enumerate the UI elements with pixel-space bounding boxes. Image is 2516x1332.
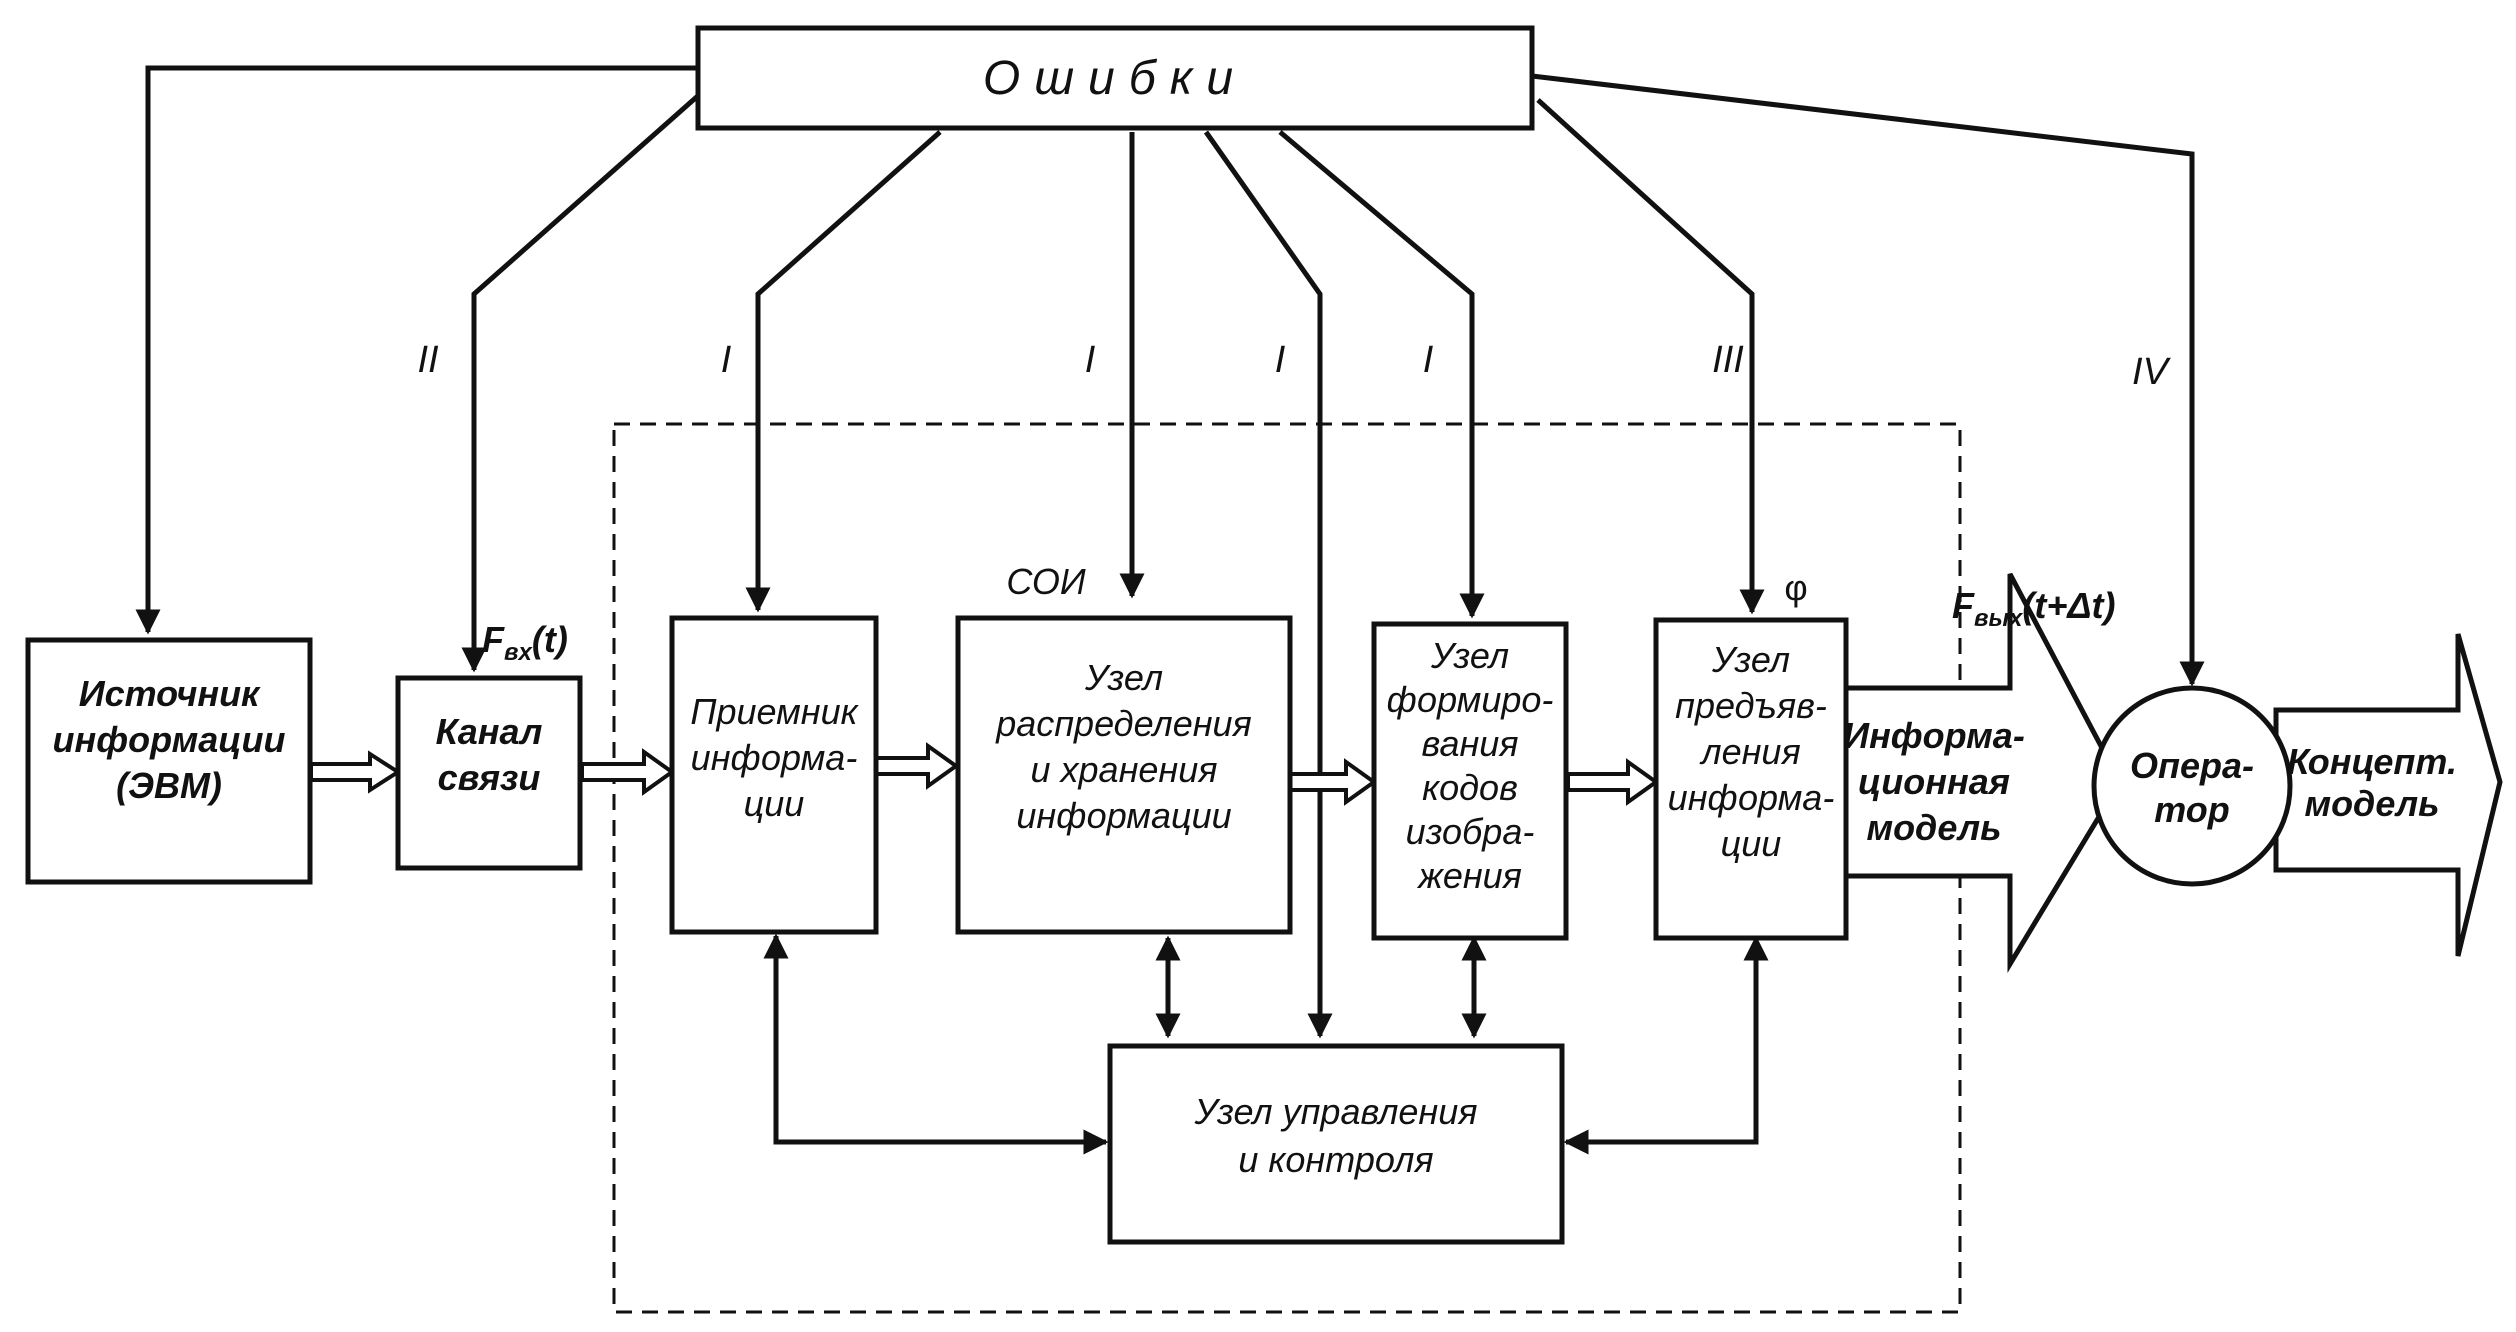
channel-label: Канал связи (436, 711, 543, 798)
flow-coding-presentation (1566, 758, 1660, 806)
link-receiver-control (763, 933, 1109, 1155)
f-out-label: Fвых(t+Δt) (1952, 585, 2116, 632)
receiver-label-line-1: Приемник (690, 691, 859, 732)
info-model-label: Информа-ционная модель (1843, 715, 2025, 848)
distribution-label-line-3: и хранения (1031, 749, 1218, 790)
info-model-label-line-3: модель (1866, 807, 2001, 848)
error-type-labels: II I I I I III IV (417, 339, 2171, 393)
channel-block (395, 675, 583, 871)
flow-arrows (309, 742, 1660, 806)
distribution-label-line-1: Узел (1084, 657, 1163, 698)
error-lines (135, 65, 2205, 1039)
distribution-block (955, 615, 1293, 935)
coding-label-line-6: жения (1416, 855, 1522, 896)
concept-model-arrow (2273, 633, 2503, 957)
presentation-label-line-2: предъяв- (1675, 685, 1827, 726)
f-out-arg: (t+Δt) (2022, 585, 2115, 626)
errors-block (695, 25, 1535, 131)
error-type-receiver: I (721, 339, 732, 381)
error-type-distribution: I (1085, 339, 1096, 381)
control-label-line-2: и контроля (1238, 1139, 1433, 1180)
operator-label-line-2: тор (2154, 789, 2230, 830)
source-label: Источник информации (ЭВМ) (53, 673, 286, 806)
coding-label-line-3: вания (1421, 723, 1518, 764)
receiver-block (669, 615, 879, 935)
coding-label-line-4: кодов (1422, 767, 1518, 808)
coding-label-line-5: изобра- (1406, 811, 1535, 852)
concept-model-label-line-2: модель (2304, 783, 2439, 824)
operator-circle (2091, 685, 2293, 887)
info-model-label-line-2: ционная (1858, 761, 2010, 802)
source-block (25, 637, 313, 885)
error-line-presentation (1536, 98, 1765, 615)
info-model-label-line-1: Информа- (1843, 715, 2025, 756)
source-label-line-3: (ЭВМ) (116, 765, 222, 806)
link-presentation-control (1563, 935, 1769, 1155)
soi-label: СОИ (1006, 561, 1086, 602)
presentation-label-line-1: Узел (1711, 639, 1790, 680)
error-type-coding: I (1423, 339, 1434, 381)
f-in-label: Fвх(t) (482, 619, 568, 666)
coding-label-line-2: формиро- (1387, 679, 1554, 720)
operator-label-line-1: Опера- (2130, 745, 2254, 786)
channel-label-line-2: связи (438, 757, 541, 798)
presentation-label-line-5: ции (1721, 823, 1782, 864)
control-links (763, 933, 1769, 1155)
presentation-label-line-3: ления (1699, 731, 1800, 772)
distribution-label-line-4: информации (1016, 795, 1231, 836)
operator-label: Опера-тор (2130, 745, 2254, 830)
control-label: Узел управления и контроля (1194, 1091, 1478, 1180)
flow-channel-receiver (580, 748, 676, 796)
presentation-block (1653, 617, 1849, 941)
flow-distribution-coding (1286, 758, 1378, 806)
flow-source-channel (309, 750, 402, 794)
presentation-label-line-4: информа- (1668, 777, 1835, 818)
presentation-label: Узел предъяв-ления информа-ции (1668, 639, 1835, 864)
f-in-arg: (t) (532, 619, 568, 660)
error-line-source (135, 65, 698, 635)
error-type-channel: II (417, 339, 439, 381)
f-in-sub: вх (504, 639, 533, 666)
receiver-label-line-3: ции (744, 783, 805, 824)
concept-model-label-line-1: Концепт. (2287, 741, 2457, 782)
source-label-line-2: информации (53, 719, 286, 760)
error-line-operator (1531, 73, 2205, 687)
error-type-control: I (1275, 339, 1286, 381)
error-type-presentation: III (1712, 339, 1744, 381)
flow-receiver-distribution (874, 742, 960, 790)
source-label-line-1: Источник (79, 673, 261, 714)
receiver-label-line-2: информа- (691, 737, 858, 778)
channel-label-line-1: Канал (436, 711, 543, 752)
phi-label: φ (1784, 567, 1807, 608)
control-label-line-1: Узел управления (1194, 1091, 1478, 1132)
f-out-sub: вых (1974, 605, 2024, 632)
distribution-label-line-2: распределения (995, 703, 1252, 744)
receiver-label: Приемник информа-ции (690, 691, 859, 824)
error-line-coding (1278, 130, 1485, 619)
control-block (1107, 1043, 1565, 1245)
info-model-arrow (1843, 572, 2123, 973)
error-type-operator: IV (2132, 351, 2172, 393)
coding-label-line-1: Узел (1430, 635, 1509, 676)
errors-title: Ошибки (983, 52, 1247, 105)
error-line-receiver (745, 130, 942, 613)
distribution-label: Узел распределения и хранения информации (995, 657, 1252, 836)
coding-block (1371, 621, 1569, 941)
f-out-main: F (1952, 585, 1975, 626)
concept-model-label: Концепт.модель (2287, 741, 2457, 824)
error-line-channel (461, 92, 702, 673)
f-in-main: F (482, 619, 505, 660)
